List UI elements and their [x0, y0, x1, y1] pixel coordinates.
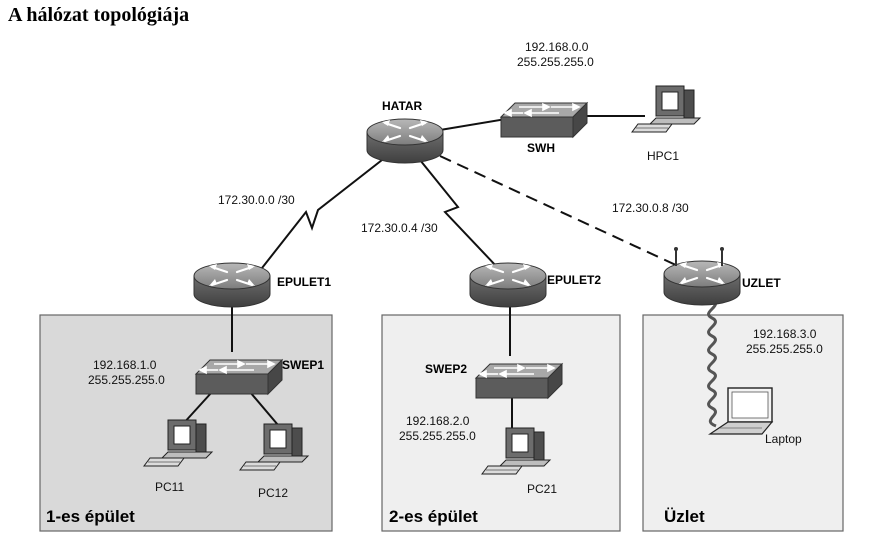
label-b2-ip: 192.168.2.0 [406, 414, 470, 428]
wireless-coil [707, 298, 717, 428]
zone-building2 [381, 314, 621, 532]
zone-label-building1: 1-es épület [46, 507, 135, 526]
link-hatar-swh [439, 117, 513, 131]
label-shop-ip: 192.168.3.0 [753, 327, 817, 341]
label-pc21: PC21 [527, 482, 557, 496]
pc-hpc1-icon[interactable] [631, 85, 701, 133]
link-hatar-epulet2 [419, 159, 499, 269]
label-pc11: PC11 [155, 480, 184, 494]
link-swep1-pc12 [249, 391, 279, 426]
label-wan2: 172.30.0.4 /30 [361, 221, 438, 235]
router-epulet1-icon[interactable] [192, 261, 272, 309]
label-b2-mask: 255.255.255.0 [399, 429, 476, 443]
label-swh: SWH [527, 141, 555, 155]
link-hatar-epulet1 [261, 159, 383, 269]
label-uzlet: UZLET [742, 276, 781, 290]
label-wan3: 172.30.0.8 /30 [612, 201, 689, 215]
switch-swep1-icon[interactable] [195, 359, 283, 395]
label-wan1: 172.30.0.0 /30 [218, 193, 295, 207]
switch-swep2-icon[interactable] [475, 363, 563, 399]
router-epulet2-icon[interactable] [468, 261, 548, 309]
switch-swh-icon[interactable] [500, 102, 588, 138]
label-pc12: PC12 [258, 486, 288, 500]
page-title: A hálózat topológiája [8, 4, 190, 26]
label-laptop: Laptop [765, 432, 802, 446]
router-uzlet-icon[interactable] [662, 246, 742, 307]
label-hq-ip: 192.168.0.0 [525, 40, 589, 54]
label-hpc1: HPC1 [647, 149, 679, 163]
label-b1-mask: 255.255.255.0 [88, 373, 165, 387]
label-epulet2: EPULET2 [547, 273, 601, 287]
zone-label-building2: 2-es épület [389, 507, 478, 526]
router-hatar-icon[interactable] [365, 117, 445, 165]
label-shop-mask: 255.255.255.0 [746, 342, 823, 356]
zone-label-shop: Üzlet [664, 507, 705, 526]
label-swep2: SWEP2 [425, 362, 467, 376]
label-b1-ip: 192.168.1.0 [93, 358, 157, 372]
label-hatar: HATAR [382, 99, 423, 113]
label-hq-mask: 255.255.255.0 [517, 55, 594, 69]
link-hatar-uzlet [439, 155, 679, 267]
label-epulet1: EPULET1 [277, 275, 331, 289]
label-swep1: SWEP1 [282, 358, 324, 372]
